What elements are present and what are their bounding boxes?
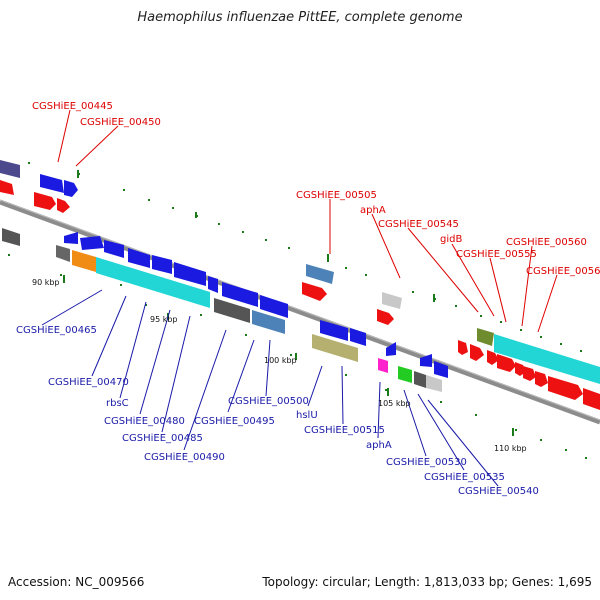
gene-label[interactable]: CGSHiEE_00470 xyxy=(48,377,129,388)
gene-block[interactable] xyxy=(548,376,583,400)
gene-block[interactable] xyxy=(420,354,432,367)
gene-block[interactable] xyxy=(535,371,548,387)
gene-block[interactable] xyxy=(0,160,20,178)
gene-block[interactable] xyxy=(434,361,448,378)
gene-block[interactable] xyxy=(306,264,334,284)
gene-label[interactable]: CGSHiEE_00545 xyxy=(378,219,459,230)
gene-block[interactable] xyxy=(414,371,426,388)
gene-block[interactable] xyxy=(208,276,218,293)
gene-block[interactable] xyxy=(72,250,96,272)
gene-block[interactable] xyxy=(260,295,288,318)
gene-block[interactable] xyxy=(583,388,600,410)
gene-block[interactable] xyxy=(174,262,206,286)
gene-label[interactable]: CGSHiEE_00485 xyxy=(122,433,203,444)
gene-block[interactable] xyxy=(487,350,499,365)
gene-block[interactable] xyxy=(96,257,210,308)
bottom-gene-labels: CGSHiEE_00465 CGSHiEE_00470 rbsC CGSHiEE… xyxy=(16,325,539,497)
gene-block[interactable] xyxy=(214,298,250,323)
gene-block[interactable] xyxy=(458,340,468,355)
ruler-label: 110 kbp xyxy=(494,444,527,453)
gene-label[interactable]: aphA xyxy=(360,205,386,216)
gene-block[interactable] xyxy=(56,245,70,262)
gene-block[interactable] xyxy=(64,180,78,197)
gene-block[interactable] xyxy=(386,342,396,356)
gene-block[interactable] xyxy=(40,174,64,193)
gene-block[interactable] xyxy=(222,282,258,307)
gene-block[interactable] xyxy=(477,328,494,346)
gene-block[interactable] xyxy=(494,334,600,384)
gene-block[interactable] xyxy=(377,309,394,325)
gene-label[interactable]: CGSHiEE_00445 xyxy=(32,101,113,112)
gene-block[interactable] xyxy=(302,282,327,301)
gene-label[interactable]: CGSHiEE_00535 xyxy=(424,472,505,483)
gene-block[interactable] xyxy=(128,248,150,268)
gene-block[interactable] xyxy=(2,228,20,246)
gene-block[interactable] xyxy=(470,344,484,361)
gene-block[interactable] xyxy=(34,192,56,210)
gene-label[interactable]: rbsC xyxy=(106,398,129,409)
ruler-label: 95 kbp xyxy=(150,315,178,324)
genome-summary-text: Topology: circular; Length: 1,813,033 bp… xyxy=(262,575,592,589)
gene-label[interactable]: aphA xyxy=(366,440,392,451)
gene-block[interactable] xyxy=(152,255,172,274)
gene-label[interactable]: CGSHiEE_00500 xyxy=(228,396,309,407)
accession-text: Accession: NC_009566 xyxy=(8,575,145,589)
outer-ring-ticks xyxy=(28,162,582,352)
gene-label[interactable]: CGSHiEE_00505 xyxy=(296,190,377,201)
gene-label[interactable]: CGSHiEE_00490 xyxy=(144,452,225,463)
gene-label[interactable]: CGSHiEE_00465 xyxy=(16,325,97,336)
ruler-label: 100 kbp xyxy=(264,356,297,365)
gene-block[interactable] xyxy=(382,292,402,309)
gene-block[interactable] xyxy=(350,328,366,346)
genome-backbone xyxy=(0,199,600,425)
gene-label[interactable]: CGSHiEE_00515 xyxy=(304,425,385,436)
gene-block[interactable] xyxy=(320,320,348,341)
map-title: Haemophilus influenzae PittEE, complete … xyxy=(137,10,463,25)
gene-label[interactable]: CGSHiEE_00555 xyxy=(456,249,537,260)
gene-label[interactable]: CGSHiEE_00450 xyxy=(80,117,161,128)
gene-block[interactable] xyxy=(104,240,124,258)
gene-block[interactable] xyxy=(312,334,358,362)
gene-block[interactable] xyxy=(497,354,516,372)
gene-block[interactable] xyxy=(64,232,78,244)
top-gene-labels: CGSHiEE_00445 CGSHiEE_00450 CGSHiEE_0050… xyxy=(32,101,600,277)
gene-block[interactable] xyxy=(252,310,285,334)
gene-block[interactable] xyxy=(426,375,442,392)
ruler-labels: 90 kbp 95 kbp 100 kbp 105 kbp 110 kbp xyxy=(32,278,527,453)
reverse-strand-genes xyxy=(2,228,448,392)
gene-label[interactable]: CGSHiEE_00495 xyxy=(194,416,275,427)
gene-block[interactable] xyxy=(80,236,104,250)
gene-block[interactable] xyxy=(398,366,412,383)
top-label-leaders xyxy=(57,109,558,333)
gene-block[interactable] xyxy=(378,358,388,373)
gene-label[interactable]: CGSHiEE_00540 xyxy=(458,486,539,497)
ruler-label: 90 kbp xyxy=(32,278,60,287)
gene-label[interactable]: gidB xyxy=(440,234,462,245)
gene-label[interactable]: CGSHiEE_00530 xyxy=(386,457,467,468)
gene-block[interactable] xyxy=(0,180,14,195)
gene-block[interactable] xyxy=(57,198,70,213)
forward-strand-genes xyxy=(0,160,600,410)
gene-label[interactable]: CGSHiEE_00560 xyxy=(506,237,587,248)
ruler-label: 105 kbp xyxy=(378,399,411,408)
gene-label[interactable]: CGSHiEE_00480 xyxy=(104,416,185,427)
gene-label[interactable]: hslU xyxy=(296,410,318,421)
bottom-label-leaders xyxy=(41,289,499,487)
inner-ring-ticks xyxy=(8,254,587,459)
gene-label[interactable]: CGSHiEE_00565 xyxy=(526,266,600,277)
gene-block[interactable] xyxy=(523,366,536,381)
